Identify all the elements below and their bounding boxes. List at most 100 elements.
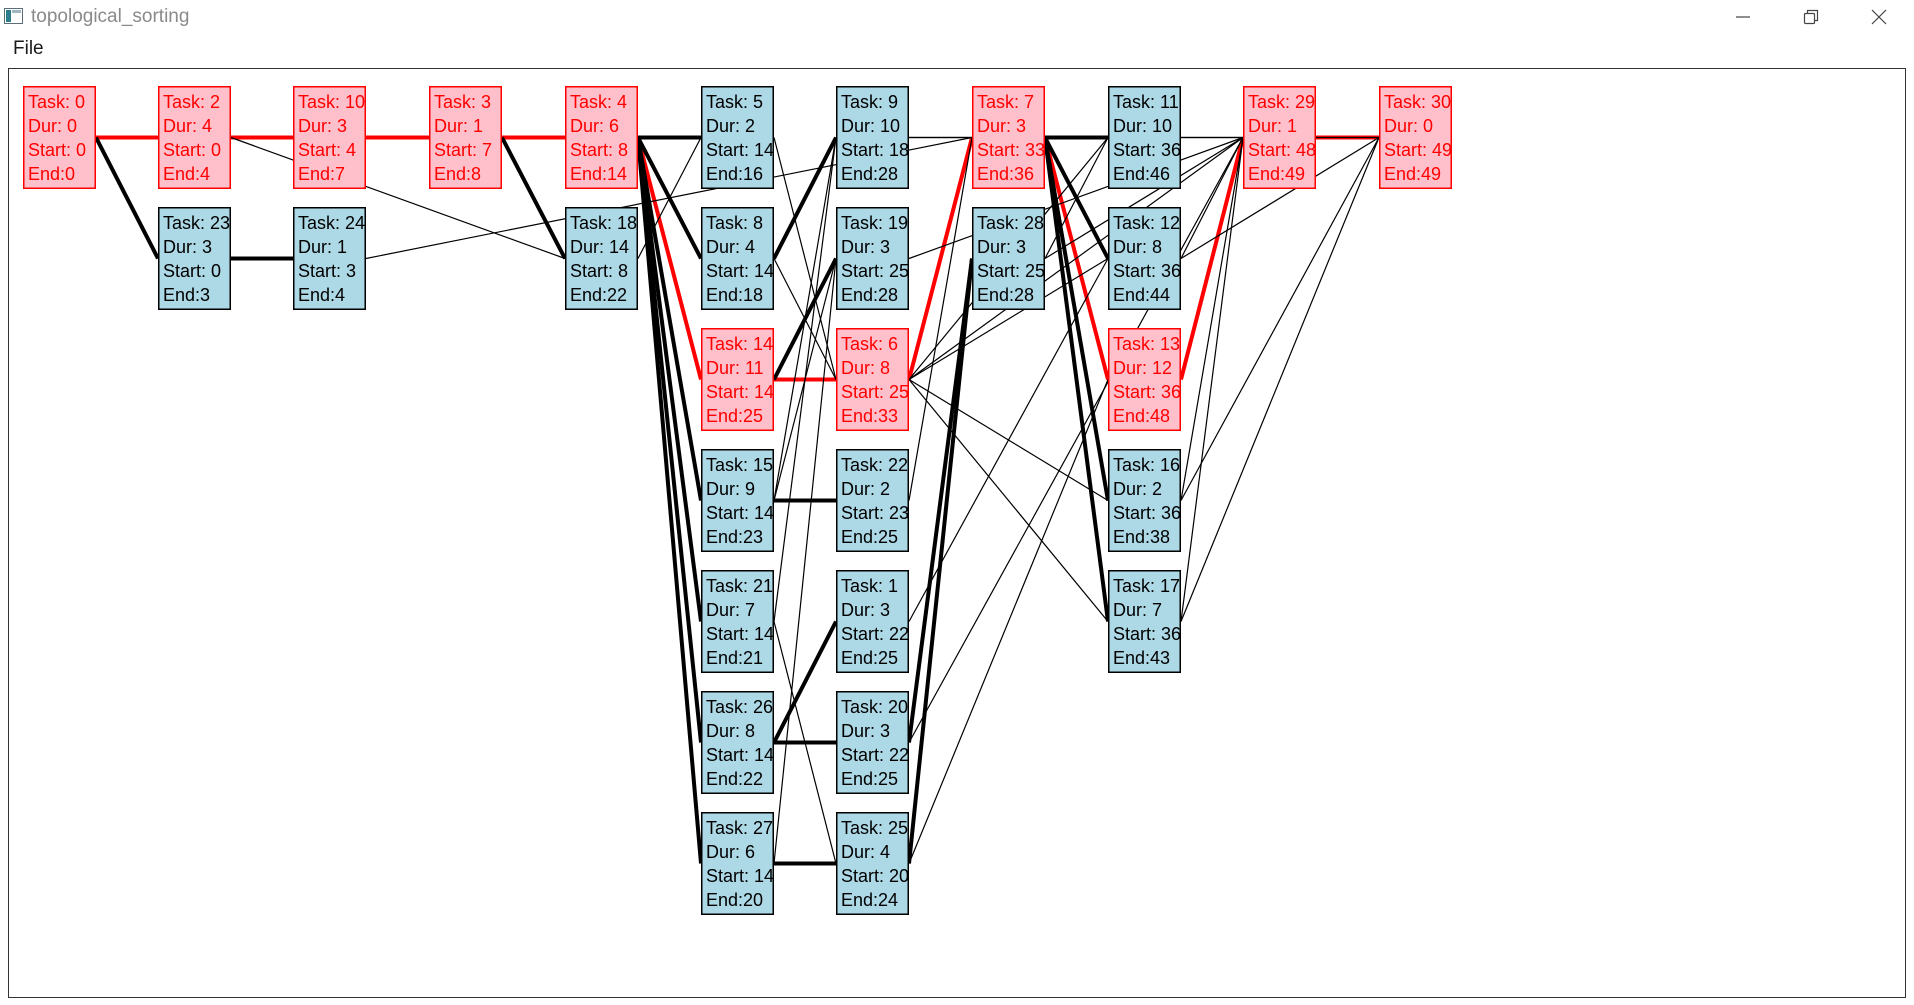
task-box [836, 691, 909, 794]
edge-4-to-21 [636, 137, 703, 622]
task-duration-label: Dur: 11 [706, 358, 764, 378]
edge-2-to-18 [230, 136, 566, 260]
task-start-label: Start: 14 [706, 503, 774, 523]
edge-25-to-13 [908, 379, 1109, 864]
edge-13-to-29 [1179, 137, 1245, 380]
task-end-label: End:25 [706, 406, 763, 426]
close-button[interactable] [1845, 0, 1913, 34]
task-start-label: Start: 8 [570, 140, 628, 160]
task-id-label: Task: 16 [1113, 455, 1180, 475]
edge-28-to-11 [1044, 137, 1109, 259]
task-box [836, 328, 909, 431]
task-duration-label: Dur: 1 [1248, 116, 1297, 136]
task-box [836, 449, 909, 552]
task-box [293, 207, 366, 310]
task-end-label: End:33 [841, 406, 898, 426]
task-id-label: Task: 17 [1113, 576, 1180, 596]
task-box [23, 86, 96, 189]
task-id-label: Task: 15 [706, 455, 773, 475]
restore-button[interactable] [1777, 0, 1845, 34]
task-end-label: End:3 [163, 285, 210, 305]
task-start-label: Start: 14 [706, 382, 774, 402]
task-id-label: Task: 29 [1248, 92, 1315, 112]
task-duration-label: Dur: 12 [1113, 358, 1172, 378]
minimize-button[interactable] [1709, 0, 1777, 34]
task-box [836, 570, 909, 673]
task-id-label: Task: 8 [706, 213, 763, 233]
task-duration-label: Dur: 1 [434, 116, 483, 136]
task-id-label: Task: 26 [706, 697, 773, 717]
task-id-label: Task: 19 [841, 213, 908, 233]
task-id-label: Task: 13 [1113, 334, 1180, 354]
task-start-label: Start: 0 [163, 261, 221, 281]
task-end-label: End:25 [841, 648, 898, 668]
edge-16-to-30 [1180, 137, 1380, 501]
edge-18-to-5 [637, 137, 702, 259]
task-box [565, 86, 638, 189]
task-box [836, 86, 909, 189]
task-end-label: End:22 [706, 769, 763, 789]
title-bar[interactable]: topological_sorting [0, 0, 1914, 34]
edge-6-to-29 [908, 137, 1244, 380]
task-duration-label: Dur: 8 [706, 721, 755, 741]
task-start-label: Start: 36 [1113, 503, 1181, 523]
task-box [293, 86, 366, 189]
task-start-label: Start: 36 [1113, 261, 1181, 281]
task-duration-label: Dur: 4 [841, 842, 890, 862]
menu-file[interactable]: File [13, 38, 44, 59]
edge-17-to-29 [1180, 137, 1244, 622]
task-start-label: Start: 0 [28, 140, 86, 160]
edge-20-to-29 [908, 137, 1244, 743]
task-box [1108, 570, 1181, 673]
task-end-label: End:24 [841, 890, 898, 910]
task-start-label: Start: 4 [298, 140, 356, 160]
edge-5-to-6 [773, 137, 837, 380]
task-end-label: End:49 [1384, 164, 1441, 184]
task-box [1108, 449, 1181, 552]
task-start-label: Start: 18 [841, 140, 909, 160]
task-end-label: End:21 [706, 648, 763, 668]
task-box [701, 691, 774, 794]
task-start-label: Start: 33 [977, 140, 1045, 160]
task-start-label: Start: 22 [841, 624, 909, 644]
task-end-label: End:20 [706, 890, 763, 910]
task-box [701, 449, 774, 552]
edge-4-to-15 [636, 137, 703, 501]
task-duration-label: Dur: 8 [841, 358, 890, 378]
edge-6-to-17 [908, 379, 1109, 622]
task-id-label: Task: 28 [977, 213, 1044, 233]
task-end-label: End:28 [977, 285, 1034, 305]
